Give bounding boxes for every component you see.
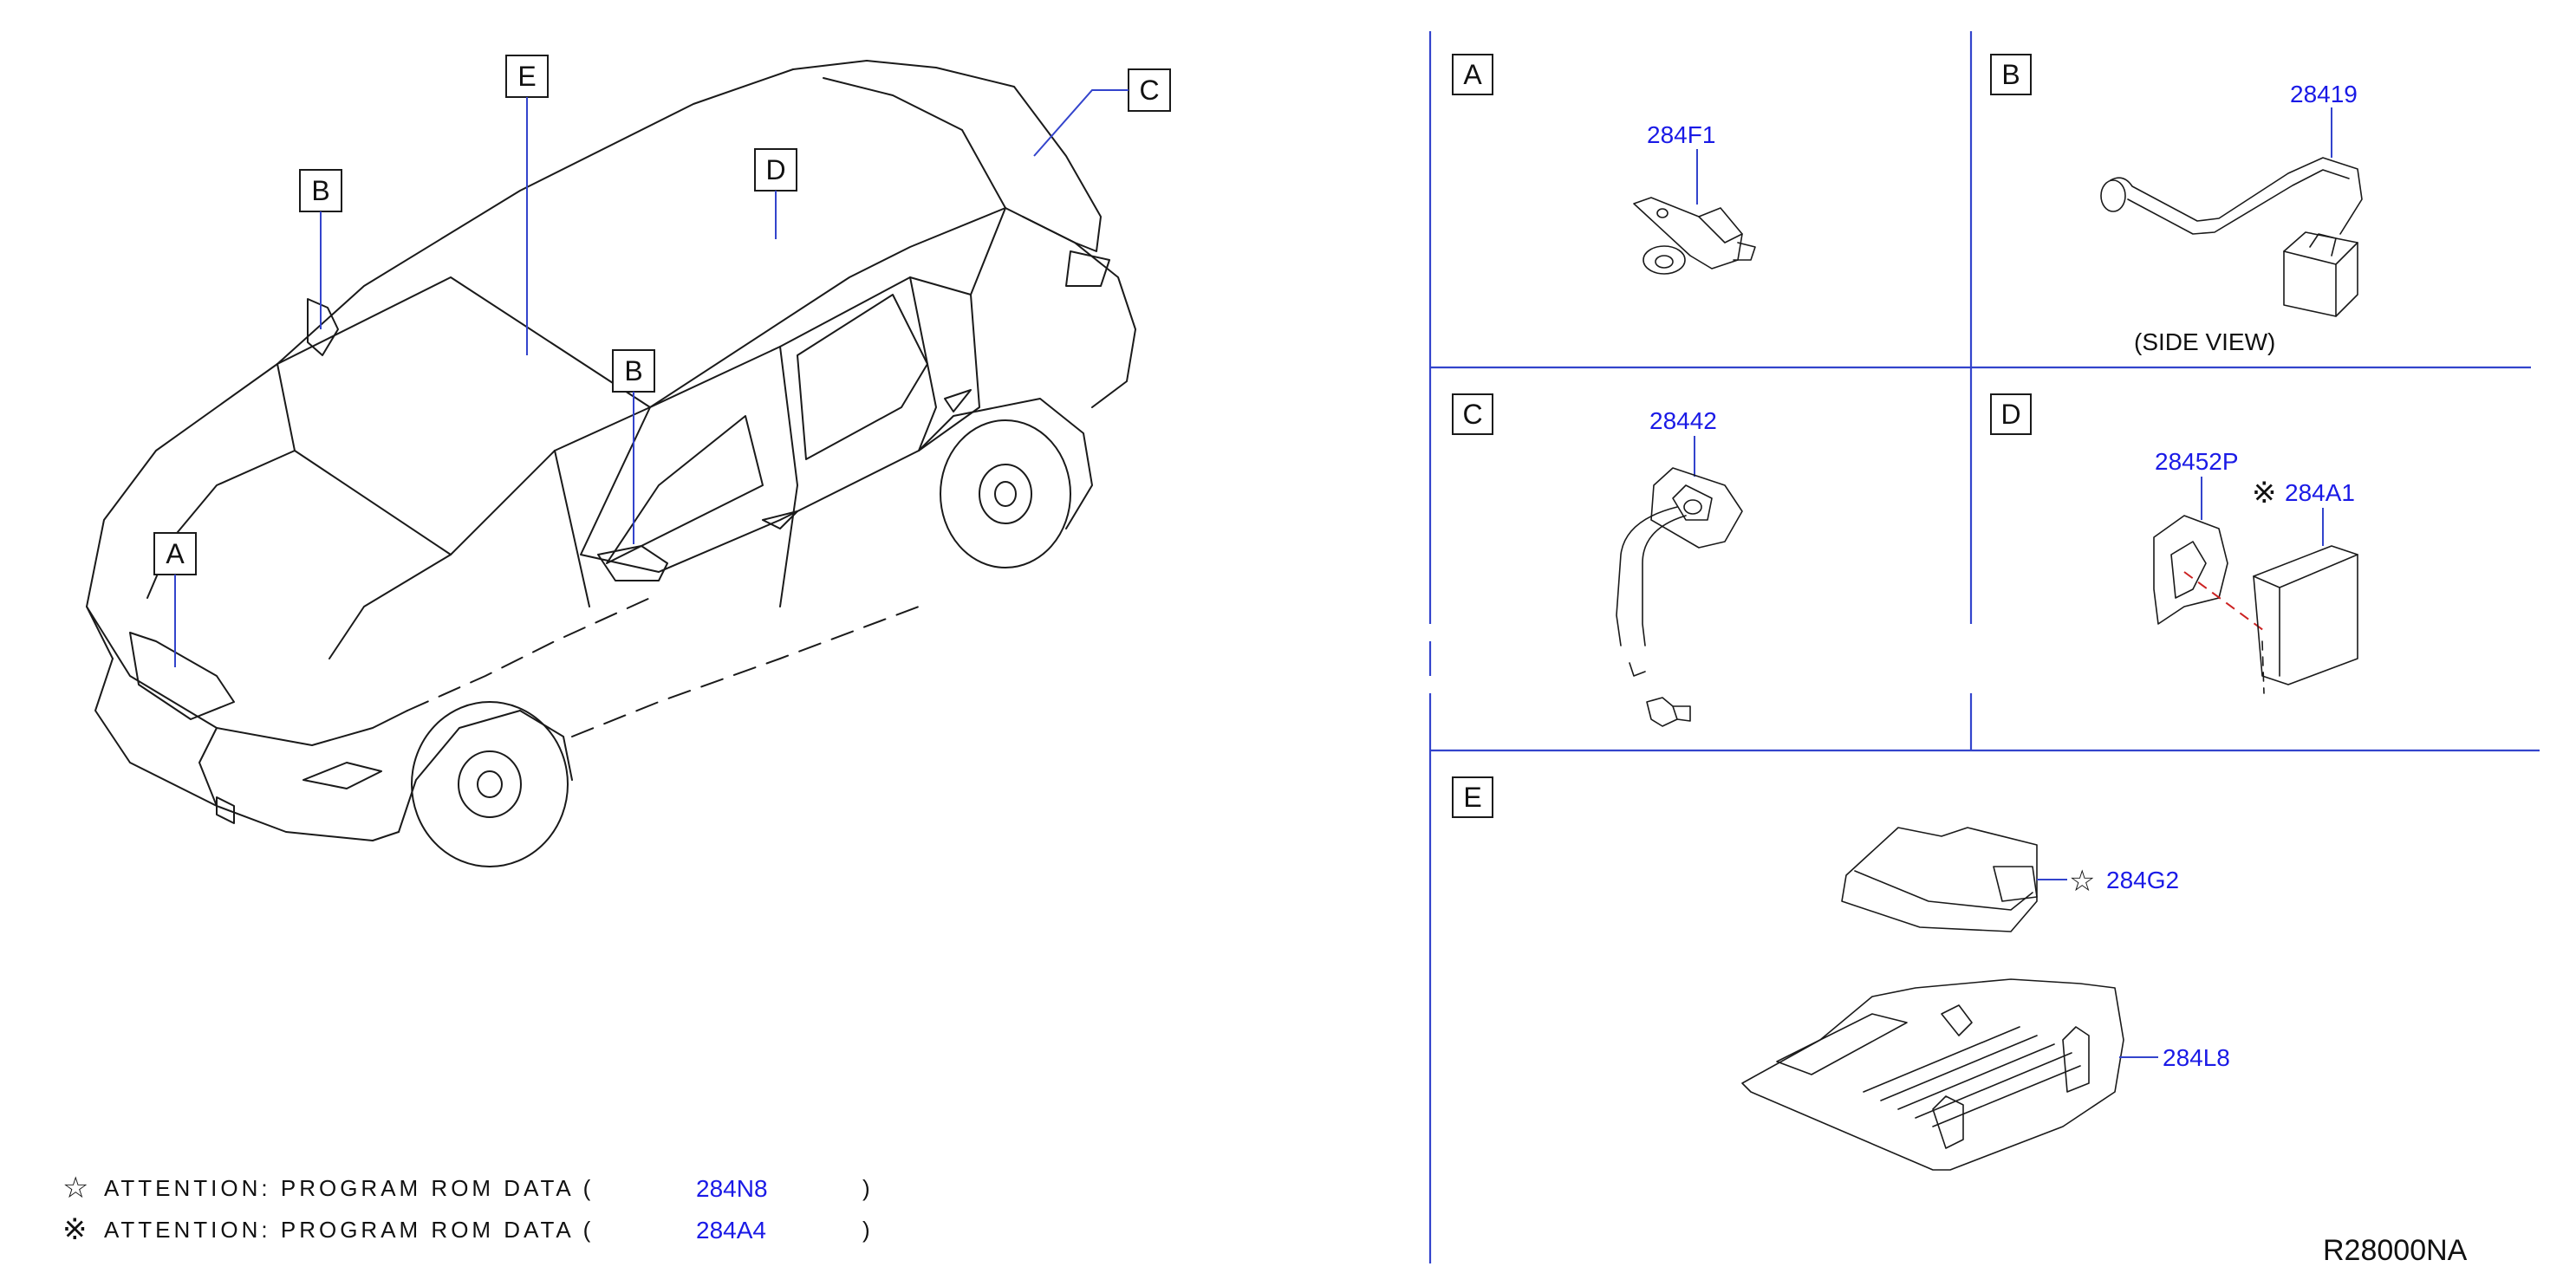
panel-a: A 284F1 xyxy=(1452,54,1756,275)
module-284a1-part[interactable]: ※ 284A1 xyxy=(2252,477,2358,694)
vehicle-illustration xyxy=(86,60,1136,867)
panel-a-label: A xyxy=(1463,59,1482,90)
module-284a1-mark: ※ xyxy=(2252,477,2277,510)
ecu-tray-post-2 xyxy=(1932,1095,1964,1149)
callout-d[interactable]: D xyxy=(754,148,797,239)
side-camera-plug xyxy=(2100,179,2126,212)
side-camera-connector xyxy=(2309,233,2337,257)
module-edges xyxy=(2253,554,2358,677)
camera-front-hole xyxy=(1656,208,1669,218)
panel-b: B 28419 (SIDE VIEW) xyxy=(1990,54,2363,355)
panel-e: E ☆ 284G2 284L8 xyxy=(1452,776,2230,1171)
panel-d-label-box xyxy=(1990,393,2032,435)
ecu-tray-clip xyxy=(1941,1004,1973,1036)
bracket-28452p-part[interactable]: 28452P xyxy=(2153,448,2239,625)
part-number-284a1: 284A1 xyxy=(2285,479,2355,506)
panel-b-label-box xyxy=(1990,54,2032,95)
ecu-tray-post xyxy=(2062,1026,2090,1093)
callout-b-right-letter: B xyxy=(624,355,642,386)
callout-d-box xyxy=(754,148,797,192)
rear-camera-clip xyxy=(1629,662,1646,677)
callout-c-letter: C xyxy=(1139,75,1159,106)
part-number-28452p: 28452P xyxy=(2155,448,2239,475)
module-box xyxy=(2253,545,2358,685)
side-view-caption: (SIDE VIEW) xyxy=(2134,328,2275,355)
note-row: ※ ATTENTION: PROGRAM ROM DATA ( 284A4 ) xyxy=(62,1213,874,1246)
side-camera-harness-2 xyxy=(2127,169,2350,235)
note-star-symbol: ☆ xyxy=(62,1172,88,1205)
camera-front-edge xyxy=(1698,216,1743,244)
callout-a-box xyxy=(153,532,197,575)
part-number-28419: 28419 xyxy=(2290,81,2358,107)
callout-a[interactable]: A xyxy=(153,532,197,667)
ecu-cover-284g2-part[interactable]: ☆ 284G2 xyxy=(1841,827,2179,932)
panel-d: D 28452P ※ 284A1 xyxy=(1990,393,2358,694)
note-part-284n8[interactable]: 284N8 xyxy=(696,1175,768,1202)
note-close: ) xyxy=(862,1217,874,1243)
callout-c-leader xyxy=(1033,89,1129,157)
diagram-code: R28000NA xyxy=(2323,1234,2468,1267)
note-asterism-symbol: ※ xyxy=(62,1213,88,1246)
camera-front-tab xyxy=(1733,242,1756,261)
bracket-cutout xyxy=(2170,541,2207,599)
panel-b-label: B xyxy=(2001,59,2020,90)
side-camera-part[interactable]: 28419 (SIDE VIEW) xyxy=(2100,81,2363,355)
camera-front-body xyxy=(1633,197,1743,270)
note-text: ATTENTION: PROGRAM ROM DATA ( xyxy=(104,1175,594,1201)
ecu-cover-body xyxy=(1841,827,2038,932)
ecu-tray-body xyxy=(1741,978,2124,1171)
ecu-tray-lid xyxy=(1776,1013,1908,1075)
part-number-284f1: 284F1 xyxy=(1647,121,1715,148)
callout-b-left[interactable]: B xyxy=(299,169,342,329)
module-mount-guide xyxy=(2261,640,2265,694)
side-camera-body xyxy=(2283,231,2358,317)
side-camera-edges xyxy=(2283,242,2358,317)
part-number-28442: 28442 xyxy=(1649,407,1717,434)
panel-a-label-box xyxy=(1452,54,1493,95)
rear-camera-plate xyxy=(1650,467,1743,549)
rear-camera-connector xyxy=(1646,697,1678,727)
camera-front-lens xyxy=(1643,245,1686,275)
callout-e[interactable]: E xyxy=(505,55,549,355)
callout-b-left-letter: B xyxy=(311,175,329,206)
ecu-tray-ribs xyxy=(1863,1026,2081,1127)
callout-c[interactable]: C xyxy=(1033,68,1171,157)
camera-front-part[interactable]: 284F1 xyxy=(1633,121,1756,275)
callout-e-letter: E xyxy=(517,61,536,92)
rear-camera-connector-tip xyxy=(1672,705,1691,722)
panel-grid xyxy=(1428,31,2540,1263)
ecu-cover-tab xyxy=(1993,866,2038,902)
note-row: ☆ ATTENTION: PROGRAM ROM DATA ( 284N8 ) xyxy=(62,1172,874,1205)
camera-front-lens-inner xyxy=(1655,255,1674,269)
ecu-cover-edge xyxy=(1854,870,2033,911)
ecu-cover-star-mark: ☆ xyxy=(2069,865,2095,898)
rear-camera-lens xyxy=(1683,499,1702,515)
panel-e-label: E xyxy=(1463,782,1481,813)
part-number-284l8: 284L8 xyxy=(2163,1044,2230,1071)
note-close: ) xyxy=(862,1175,874,1201)
callout-a-letter: A xyxy=(166,538,185,569)
callout-b-right[interactable]: B xyxy=(612,349,655,544)
rear-camera-lens-mount xyxy=(1672,484,1713,521)
side-camera-harness xyxy=(2110,157,2363,235)
panel-c-label: C xyxy=(1462,399,1482,430)
callout-d-letter: D xyxy=(765,154,785,185)
callout-b-left-box xyxy=(299,169,342,212)
part-number-284g2: 284G2 xyxy=(2106,867,2179,893)
rear-camera-cable-2 xyxy=(1642,515,1687,646)
panel-c-label-box xyxy=(1452,393,1493,435)
ecu-tray-284l8-part[interactable]: 284L8 xyxy=(1741,978,2230,1171)
attention-notes: ☆ ATTENTION: PROGRAM ROM DATA ( 284N8 ) … xyxy=(62,1172,874,1246)
panel-e-label-box xyxy=(1452,776,1493,818)
rear-camera-part[interactable]: 28442 xyxy=(1616,407,1743,727)
bracket-body xyxy=(2153,515,2228,625)
note-part-284a4[interactable]: 284A4 xyxy=(696,1217,766,1244)
rear-camera-cable xyxy=(1616,506,1678,646)
panel-d-label: D xyxy=(2000,399,2020,430)
note-text: ATTENTION: PROGRAM ROM DATA ( xyxy=(104,1217,594,1243)
panel-c: C 28442 xyxy=(1452,393,1743,727)
